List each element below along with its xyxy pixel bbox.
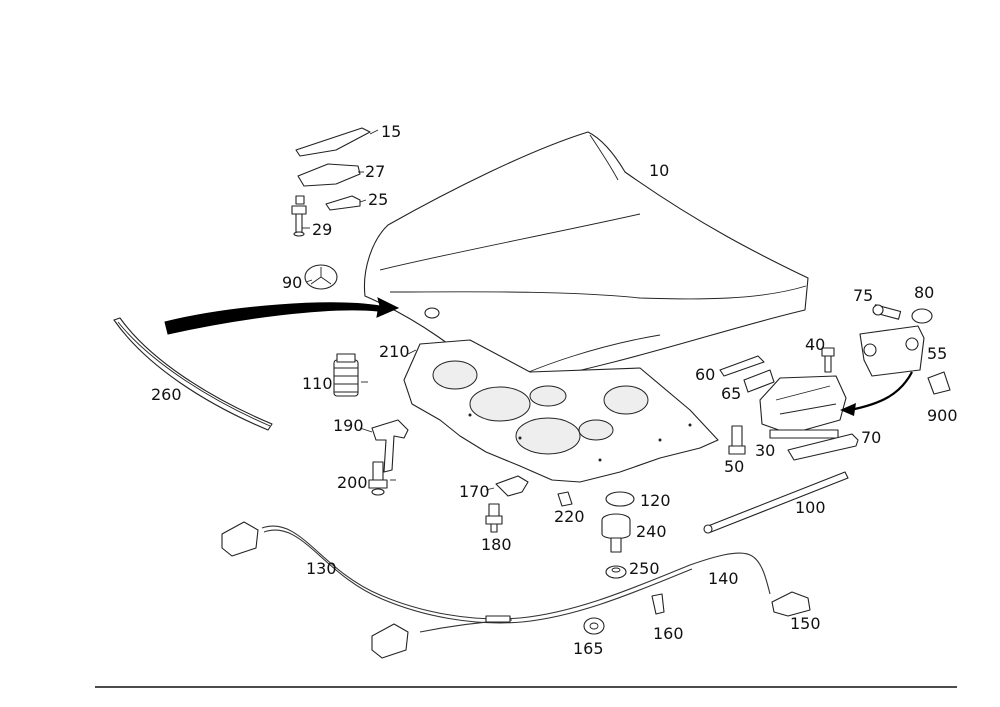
label-70: 70 xyxy=(861,428,881,447)
label-10: 10 xyxy=(649,161,669,180)
part-50-screw xyxy=(728,425,746,455)
label-210: 210 xyxy=(379,342,410,361)
part-150-handle xyxy=(771,591,811,617)
leader-lines xyxy=(302,129,495,491)
release-cable xyxy=(261,525,771,633)
part-170-clip xyxy=(495,475,529,497)
part-220-clip xyxy=(557,491,573,507)
label-30: 30 xyxy=(755,441,775,460)
part-80-nut xyxy=(911,308,933,324)
part-100-strut xyxy=(703,471,849,534)
label-170-left: 170 xyxy=(459,482,490,501)
label-60: 60 xyxy=(695,365,715,384)
release-handle-upper xyxy=(221,521,259,557)
label-900: 900 xyxy=(927,406,958,425)
label-200: 200 xyxy=(337,473,368,492)
part-25-strip xyxy=(325,195,361,211)
label-75: 75 xyxy=(853,286,873,305)
part-250-nut xyxy=(605,565,627,579)
label-140: 140 xyxy=(708,569,739,588)
part-29-pin xyxy=(291,195,307,237)
label-260: 260 xyxy=(151,385,182,404)
label-27: 27 xyxy=(365,162,385,181)
part-90-emblem xyxy=(304,264,338,290)
part-165-clamp xyxy=(583,617,605,635)
label-65: 65 xyxy=(721,384,741,403)
label-190: 190 xyxy=(333,416,364,435)
pointer-arrow-hood xyxy=(164,297,400,335)
part-75-bolt xyxy=(872,304,902,320)
part-180-bolt xyxy=(485,503,503,533)
label-180: 180 xyxy=(481,535,512,554)
part-15-cover xyxy=(295,127,371,157)
label-160: 160 xyxy=(653,624,684,643)
part-60-linkage xyxy=(719,355,765,377)
part-110-buffer xyxy=(333,353,359,397)
label-165: 165 xyxy=(573,639,604,658)
part-40-bolt xyxy=(821,347,835,373)
part-70-guide xyxy=(787,433,859,461)
pointer-arrow-lock xyxy=(840,371,913,416)
part-200-bolt xyxy=(368,461,388,496)
label-100: 100 xyxy=(795,498,826,517)
part-30-lock xyxy=(759,375,847,439)
label-29: 29 xyxy=(312,220,332,239)
insulation-mat xyxy=(403,339,719,483)
label-40: 40 xyxy=(805,335,825,354)
label-25: 25 xyxy=(368,190,388,209)
part-900-connector xyxy=(927,371,951,395)
label-130: 130 xyxy=(306,559,337,578)
label-80: 80 xyxy=(914,283,934,302)
label-110: 110 xyxy=(302,374,333,393)
label-50: 50 xyxy=(724,457,744,476)
label-55: 55 xyxy=(927,344,947,363)
label-120: 120 xyxy=(640,491,671,510)
label-15: 15 xyxy=(381,122,401,141)
part-190-bracket xyxy=(371,419,409,473)
label-220: 220 xyxy=(554,507,585,526)
part-55-actuator xyxy=(859,325,925,377)
part-240-stop xyxy=(601,513,631,553)
part-120-washer xyxy=(605,491,635,507)
label-240: 240 xyxy=(636,522,667,541)
part-160-clip xyxy=(651,593,665,615)
label-90: 90 xyxy=(282,273,302,292)
release-handle-lower xyxy=(371,623,409,659)
label-150: 150 xyxy=(790,614,821,633)
part-260-seal-strip xyxy=(113,317,273,431)
part-27-bracket xyxy=(297,163,361,187)
label-250: 250 xyxy=(629,559,660,578)
part-65-lever xyxy=(743,369,775,393)
